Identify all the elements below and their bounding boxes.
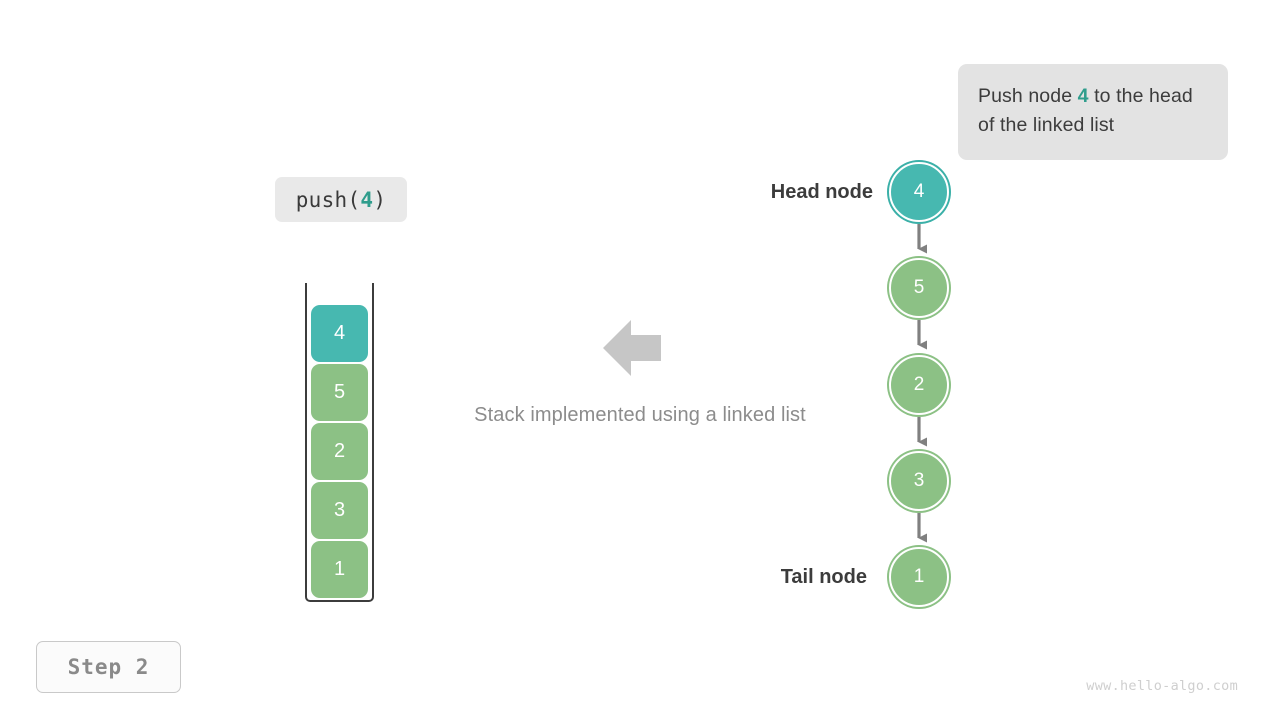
linked-list-node-value: 5: [913, 277, 925, 298]
watermark: www.hello-algo.com: [1086, 678, 1238, 694]
operation-accent-value: 4: [360, 187, 374, 212]
callout-box: Push node 4 to the head of the linked li…: [958, 64, 1228, 160]
linked-list-node: 1: [889, 547, 949, 607]
stack-cell: 5: [311, 364, 368, 421]
stack-cell-value: 4: [333, 322, 346, 344]
stack-cell: 2: [311, 423, 368, 480]
stack-cell-value: 2: [333, 440, 346, 462]
head-node-label: Head node: [770, 181, 873, 203]
stack-cell: 1: [311, 541, 368, 598]
linked-list-node: 2: [889, 355, 949, 415]
linked-list-node-value: 3: [913, 470, 925, 491]
operation-label-before: push(: [295, 187, 361, 212]
stack-cell-value: 5: [333, 381, 346, 403]
linked-list-node-value: 2: [913, 374, 925, 395]
operation-label: push(4): [275, 177, 407, 222]
stack-cell-value: 3: [333, 499, 346, 521]
stack-cell: 3: [311, 482, 368, 539]
step-badge: Step 2: [36, 641, 181, 693]
left-arrow-icon: [603, 320, 661, 376]
callout-text-after: to the head of the linked list: [978, 85, 1193, 136]
operation-label-after: ): [373, 187, 387, 212]
linked-list-node: 3: [889, 451, 949, 511]
stack-container: [305, 283, 374, 602]
linked-list-node-value: 4: [913, 181, 925, 202]
linked-list-node-value: 1: [913, 566, 925, 587]
stack-cell-list: 4 5 2 3 1: [311, 305, 368, 598]
diagram-caption: Stack implemented using a linked list: [474, 404, 806, 426]
callout-accent-value: 4: [1077, 85, 1089, 107]
stack-cell: 4: [311, 305, 368, 362]
tail-node-label: Tail node: [780, 566, 867, 588]
linked-list-node: 5: [889, 258, 949, 318]
linked-list-node: 4: [889, 162, 949, 222]
stack-cell-value: 1: [333, 558, 346, 580]
callout-text-before: Push node: [978, 85, 1078, 107]
